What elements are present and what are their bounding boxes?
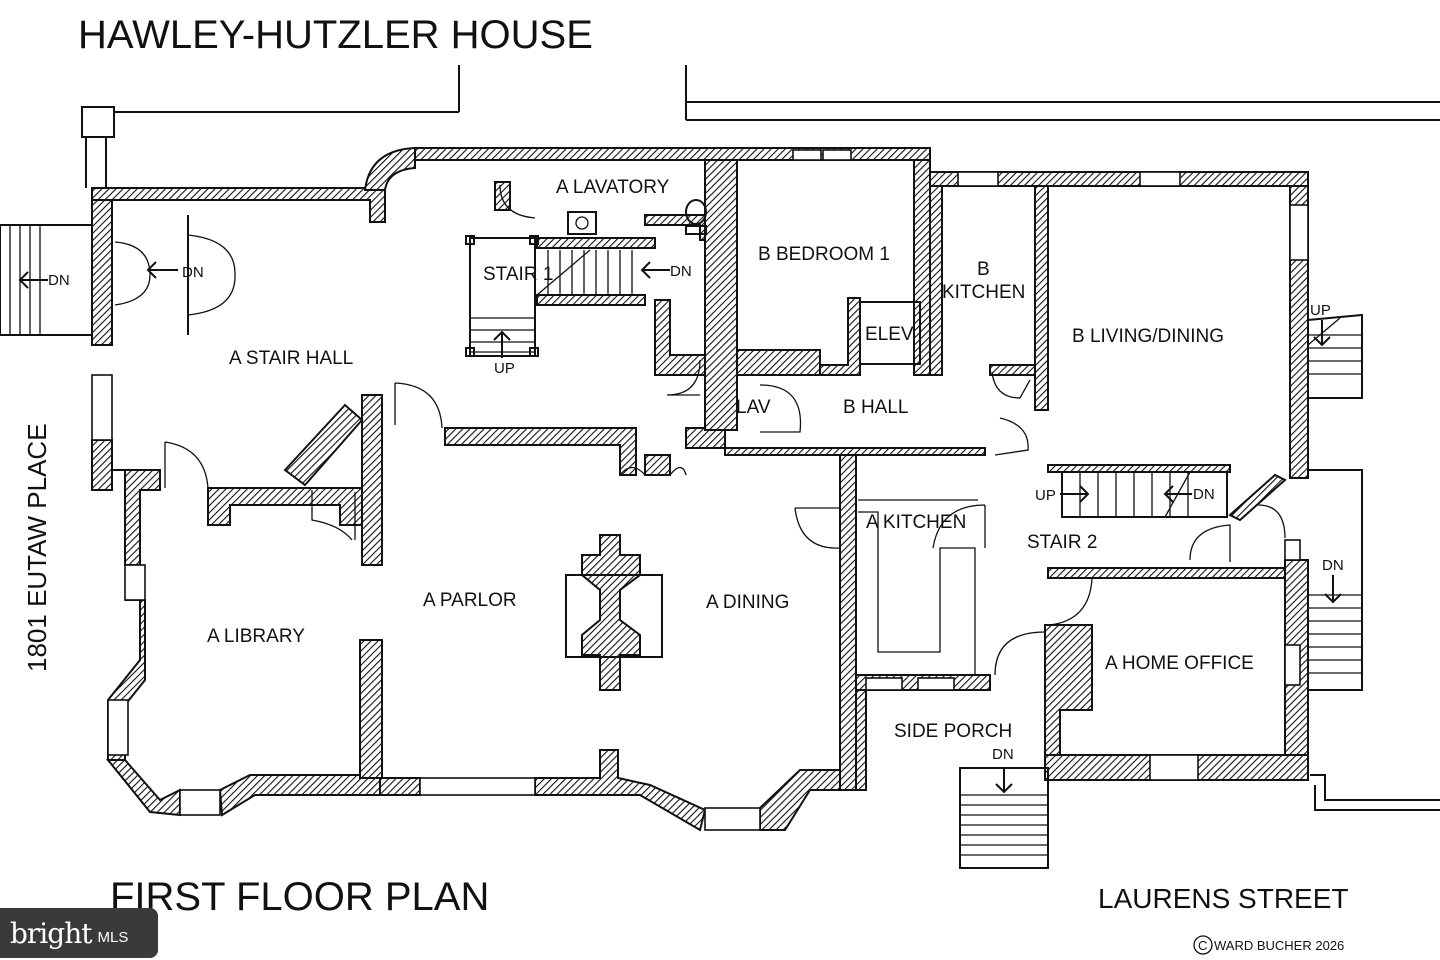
room-a-lavatory: A LAVATORY — [556, 177, 670, 198]
room-stair-1: STAIR 1 — [483, 264, 553, 285]
plan-title: HAWLEY-HUTZLER HOUSE — [78, 13, 593, 57]
mark-up-stair-1: UP — [494, 360, 515, 377]
copyright-text: WARD BUCHER 2026 — [1214, 938, 1344, 953]
room-a-kitchen: A KITCHEN — [866, 512, 966, 533]
room-side-porch: SIDE PORCH — [894, 721, 1012, 742]
room-labels: A LAVATORY STAIR 1 B BEDROOM 1 B KITCHEN… — [207, 177, 1254, 742]
room-a-library: A LIBRARY — [207, 626, 305, 647]
entry-stoop — [0, 215, 189, 336]
windows — [91, 149, 1309, 831]
room-lav: LAV — [736, 397, 771, 418]
street-label-left: 1801 EUTAW PLACE — [22, 423, 52, 672]
plan-label: FIRST FLOOR PLAN — [110, 875, 489, 919]
mark-dn-stair-1: DN — [670, 263, 692, 280]
mark-up-rear: UP — [1310, 302, 1331, 319]
lavatory-fixtures — [567, 199, 707, 235]
copyright-symbol: C — [1198, 938, 1207, 953]
mls-watermark: bright MLS — [0, 908, 158, 958]
room-b-bedroom-1: B BEDROOM 1 — [758, 244, 890, 265]
walls — [91, 146, 1309, 832]
watermark-suffix: MLS — [97, 928, 129, 946]
stair-1-treads — [465, 235, 670, 358]
mark-dn-rear: DN — [1322, 557, 1344, 574]
room-b-kitchen-line2: KITCHEN — [942, 282, 1025, 303]
room-b-living-dining: B LIVING/DINING — [1072, 326, 1224, 347]
mark-dn-vestibule: DN — [182, 264, 204, 281]
room-b-hall: B HALL — [843, 397, 908, 418]
room-a-stair-hall: A STAIR HALL — [229, 348, 353, 369]
elevator-shaft — [859, 301, 921, 365]
fireplace-hearth — [565, 574, 663, 658]
mark-dn-entry: DN — [48, 272, 70, 289]
mark-up-stair-2: UP — [1035, 487, 1056, 504]
room-a-dining: A DINING — [706, 592, 789, 613]
room-elev: ELEV — [865, 324, 914, 345]
doors — [114, 184, 1286, 676]
stair-marks: DN DN DN UP UP UP DN DN DN — [48, 263, 1344, 763]
stair-2-treads — [1060, 471, 1228, 518]
street-label-bottom: LAURENS STREET — [1098, 883, 1349, 914]
mark-dn-stair-2: DN — [1193, 486, 1215, 503]
room-b-kitchen-line1: B — [977, 259, 990, 280]
copyright: C WARD BUCHER 2026 — [1193, 935, 1344, 955]
room-a-home-office: A HOME OFFICE — [1105, 653, 1254, 674]
property-lines — [81, 65, 1440, 811]
room-a-parlor: A PARLOR — [423, 590, 517, 611]
kitchen-counter — [858, 511, 976, 675]
side-porch-stairs — [959, 767, 1049, 869]
watermark-brand: bright — [10, 916, 92, 950]
mark-dn-porch: DN — [992, 746, 1014, 763]
rear-stairs — [1307, 313, 1363, 691]
room-stair-2: STAIR 2 — [1027, 532, 1097, 553]
